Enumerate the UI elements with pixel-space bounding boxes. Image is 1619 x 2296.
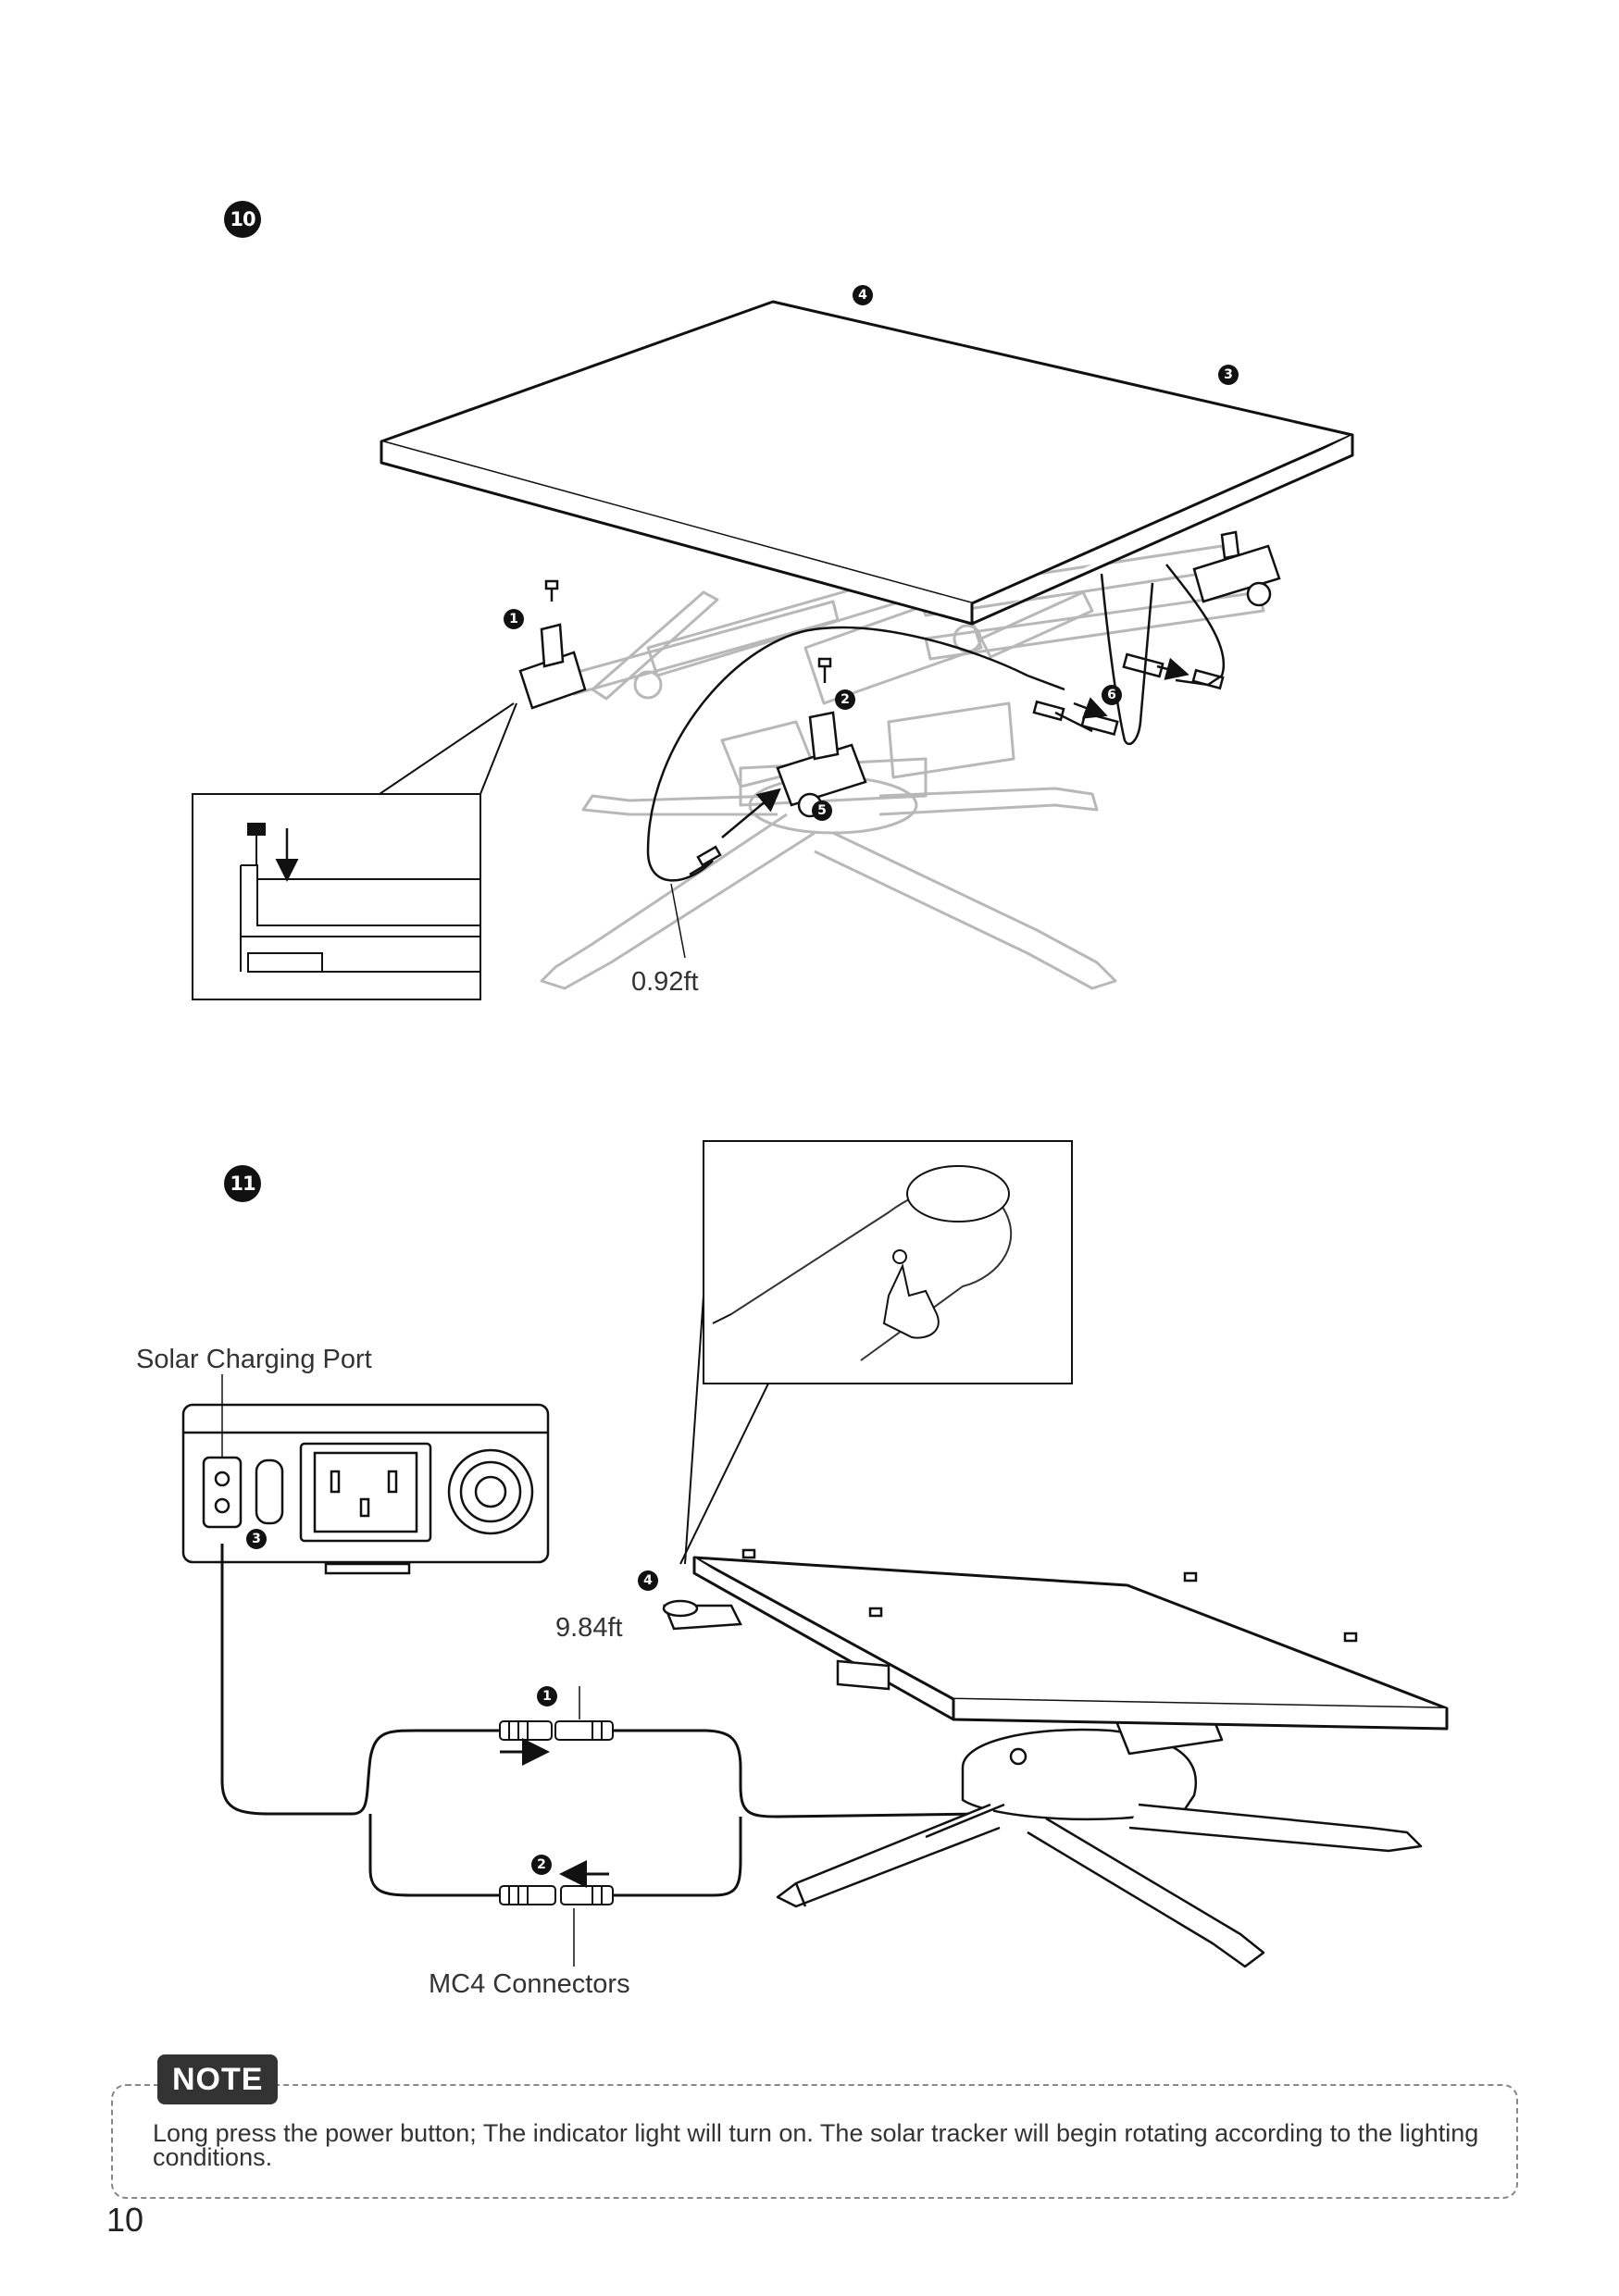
step10-badge: 10 <box>224 201 261 238</box>
solar-charging-port-label: Solar Charging Port <box>136 1345 372 1374</box>
step11-port-callout: 3 <box>246 1529 267 1549</box>
step10-cable-arrows <box>721 657 1189 838</box>
step11-mc4-connector-2 <box>499 1885 614 1905</box>
step10-tracker-base <box>540 544 1265 990</box>
step11-panel-callout: 4 <box>638 1570 658 1591</box>
step10-solar-panel <box>380 300 1354 626</box>
step10-callout-6: 6 <box>1102 685 1122 705</box>
step10-length-leader <box>670 883 686 959</box>
step10-callout-1: 1 <box>504 609 524 629</box>
step11-badge: 11 <box>224 1165 261 1202</box>
step10-clamp-2 <box>776 657 867 818</box>
step10-callout-5: 5 <box>812 800 832 821</box>
page-number: 10 <box>106 2201 144 2239</box>
step11-extension-cable <box>220 1544 982 1897</box>
mc4-connectors-label: MC4 Connectors <box>429 1969 630 1999</box>
step11-solar-panel <box>692 1556 1449 1731</box>
step10-cables <box>646 564 1226 882</box>
step10-detail-inset <box>192 702 517 1000</box>
step11-clamps <box>662 1548 1358 1691</box>
step11-mc4-connector-1 <box>499 1720 614 1741</box>
step10-callout-3: 3 <box>1218 365 1239 385</box>
step11-connector-callout-1: 1 <box>537 1686 557 1706</box>
step10-callout-4: 4 <box>853 285 873 305</box>
note-box <box>111 2084 1518 2199</box>
step10-callout-2: 2 <box>835 689 855 710</box>
step10-clamp-3 <box>1192 530 1281 607</box>
note-text: Long press the power button; The indicat… <box>153 2119 1479 2171</box>
step11-power-station-panel <box>181 1403 550 1575</box>
step11-detail-inset <box>679 1140 1073 1565</box>
step10-clamp-1 <box>518 579 587 710</box>
note-tag: NOTE <box>157 2054 279 2104</box>
step11-connector-callout-2: 2 <box>531 1855 552 1875</box>
step11-connector-arrows <box>500 1738 609 1888</box>
step10-cable-length: 0.92ft <box>631 967 699 997</box>
step11-cable-length: 9.84ft <box>555 1613 623 1643</box>
